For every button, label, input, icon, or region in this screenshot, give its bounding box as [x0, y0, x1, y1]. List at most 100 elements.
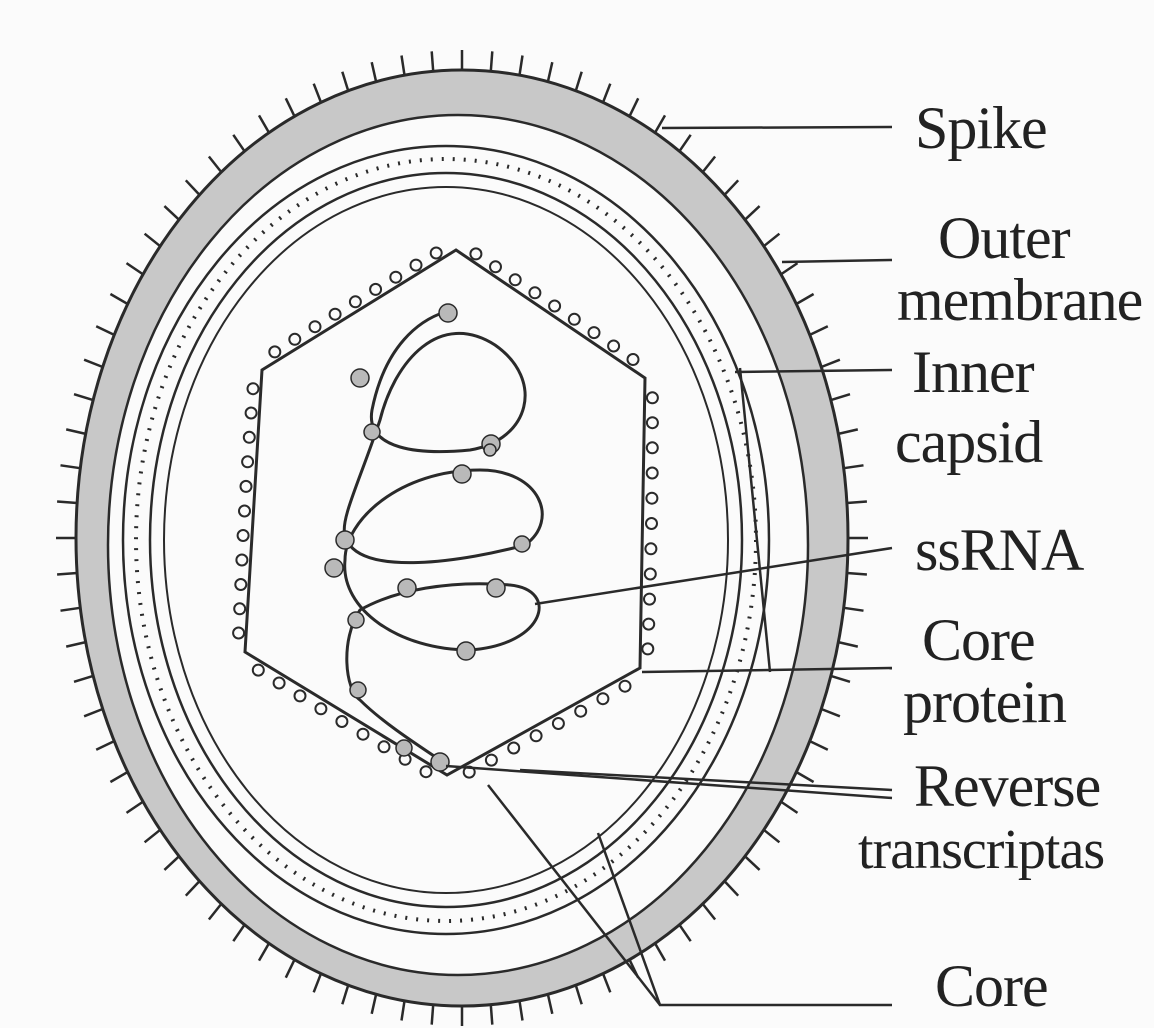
outer-membrane-leader [782, 260, 892, 262]
core-protein-bead [647, 417, 658, 428]
spike [402, 56, 405, 76]
spike [286, 960, 295, 978]
spike [603, 974, 610, 993]
core-protein-bead [236, 555, 247, 566]
core-protein-bead [470, 248, 481, 259]
spike [679, 925, 690, 942]
core-protein-bead [644, 594, 655, 605]
spike [145, 234, 161, 247]
core-protein-bead [431, 248, 442, 259]
core-protein-bead [269, 346, 280, 357]
core-protein-bead [642, 643, 653, 654]
core-protein-bead [608, 341, 619, 352]
core-protein-bead [421, 766, 432, 777]
core-protein-bead [239, 506, 250, 517]
core-protein-bead [529, 287, 540, 298]
spike [61, 608, 81, 611]
spike [703, 904, 715, 920]
core-protein-bead [589, 327, 600, 338]
spike [127, 802, 144, 813]
spike [491, 51, 493, 71]
core-protein-bead [646, 493, 657, 504]
spike [679, 135, 690, 152]
core-protein-bead [647, 468, 658, 479]
spike [145, 830, 161, 843]
core-protein-bead [549, 301, 560, 312]
spike [831, 394, 850, 400]
label-transcriptas: transcriptas [858, 819, 1104, 881]
label-spike: Spike [915, 95, 1047, 161]
core-protein-bead [553, 718, 564, 729]
core-protein-bead [597, 693, 608, 704]
spike-leader [662, 127, 892, 128]
core-protein-bead [246, 408, 257, 419]
core-protein-bead [510, 274, 521, 285]
core-protein-bead [234, 603, 245, 614]
spike [810, 326, 828, 335]
spike [745, 206, 760, 220]
spike [314, 974, 321, 993]
spike [61, 465, 81, 468]
label-core-protein-1: Core [922, 607, 1035, 673]
spike [603, 84, 610, 103]
spike [821, 360, 840, 367]
core-protein-bead [274, 678, 285, 689]
spike [233, 135, 244, 152]
spike [96, 741, 114, 750]
spike [57, 573, 77, 575]
core-protein-bead [310, 321, 321, 332]
spike [630, 98, 639, 116]
spike [209, 904, 221, 920]
spike [520, 56, 523, 76]
spike [259, 115, 269, 132]
core-protein-bead [253, 665, 264, 676]
label-ssrna: ssRNA [915, 517, 1084, 583]
spike [796, 772, 813, 782]
spike [110, 772, 127, 782]
label-core: Core [935, 953, 1048, 1019]
spike [57, 502, 77, 504]
spike [548, 62, 552, 81]
spike [847, 573, 867, 575]
spike [548, 994, 552, 1014]
spike [655, 115, 665, 132]
spike [838, 642, 858, 647]
core-protein-bead [620, 681, 631, 692]
spike [764, 234, 780, 247]
spike [703, 157, 715, 173]
core-protein-bead [647, 392, 658, 403]
spike [838, 429, 858, 434]
spike [74, 394, 93, 400]
spike [576, 985, 582, 1004]
core-protein-bead [411, 260, 422, 271]
spike [725, 881, 739, 896]
spike [110, 294, 127, 304]
core-protein-bead [379, 741, 390, 752]
spike [233, 925, 244, 942]
spike [725, 180, 739, 195]
spike [810, 741, 828, 750]
spike [342, 72, 348, 91]
spike [314, 84, 321, 103]
core-protein-bead [370, 284, 381, 295]
label-capsid: capsid [895, 409, 1043, 475]
spike [432, 1005, 434, 1025]
spike [831, 676, 850, 682]
core-protein-bead [646, 518, 657, 529]
spike [764, 830, 780, 843]
core-protein-bead [643, 619, 654, 630]
core-protein-bead [628, 354, 639, 365]
core-protein-bead [645, 569, 656, 580]
spike [520, 1001, 523, 1021]
spike [781, 263, 798, 274]
spike [209, 157, 221, 173]
spike [84, 709, 103, 716]
spike [796, 294, 813, 304]
core-protein-bead [508, 743, 519, 754]
core-protein-bead [645, 543, 656, 554]
spike [491, 1005, 493, 1025]
spike [259, 943, 269, 960]
core-protein-bead [233, 628, 244, 639]
